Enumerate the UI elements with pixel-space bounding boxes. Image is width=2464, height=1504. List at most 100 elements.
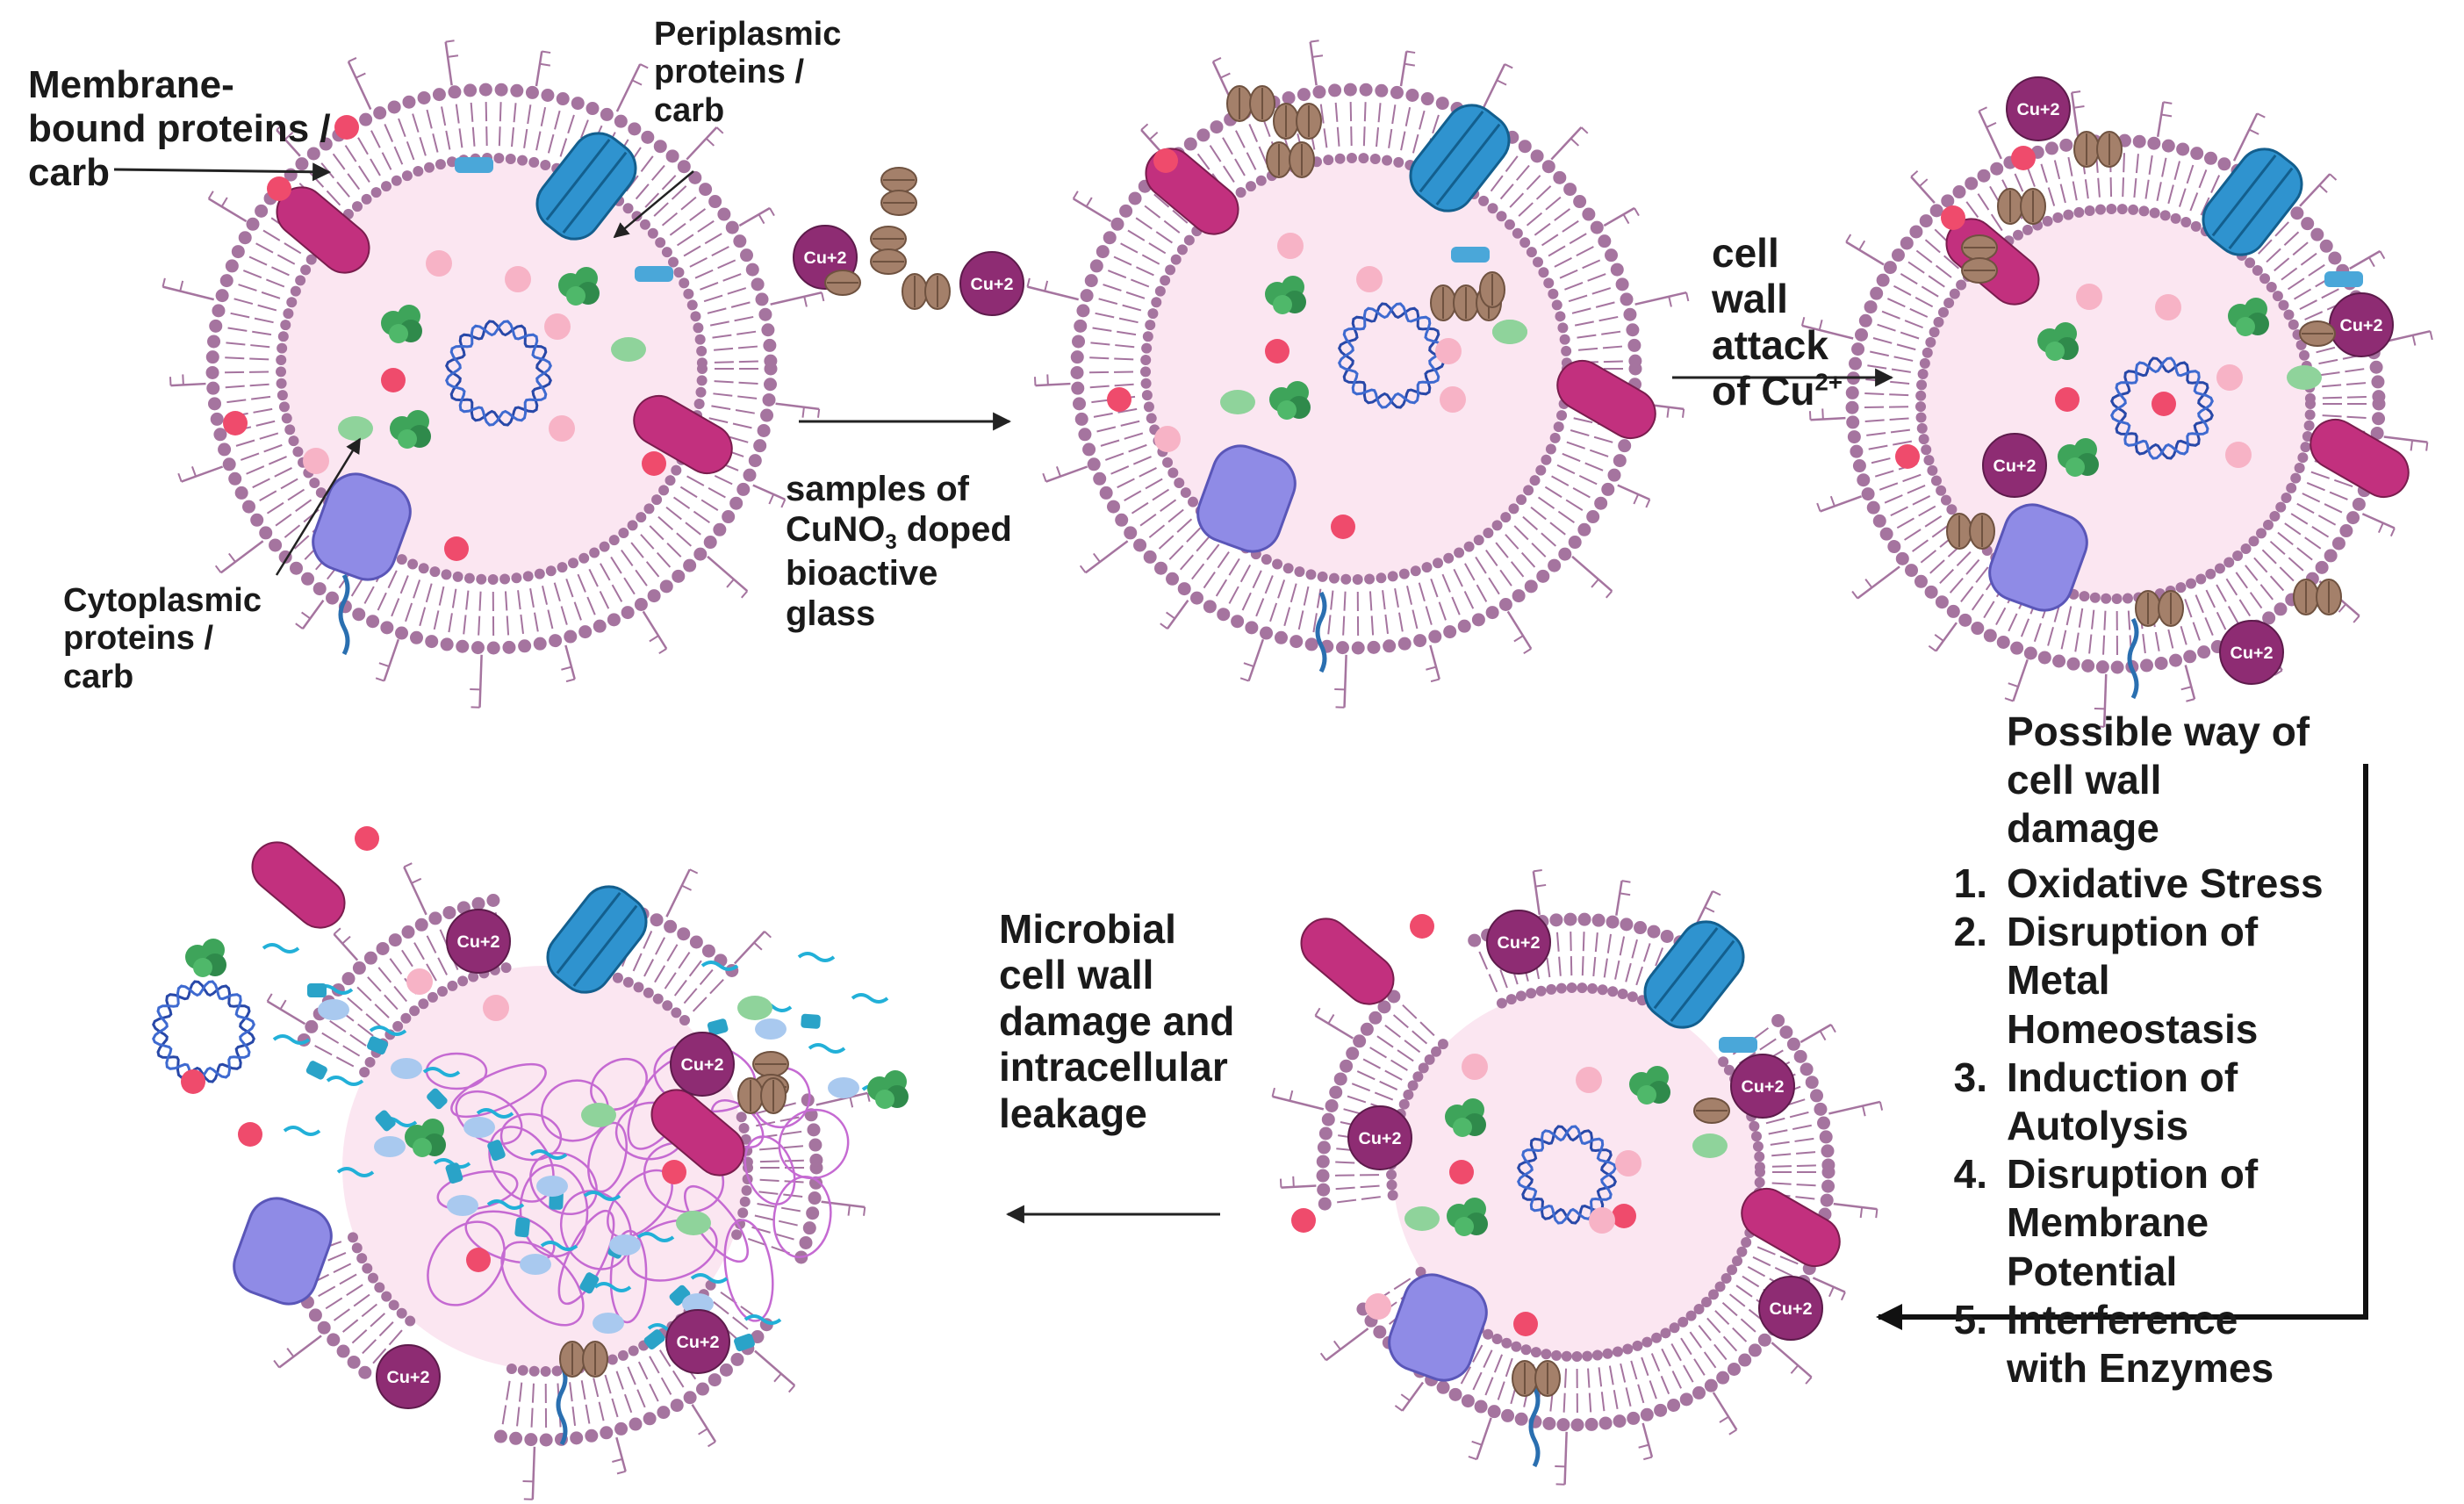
protein-blob (390, 410, 431, 449)
light-protein-blob (338, 416, 373, 441)
cytoplasmic-ion (1941, 205, 1965, 230)
membrane-protein (1300, 918, 1395, 1005)
protein-blob (2058, 438, 2099, 477)
flagellum-anchor (2127, 617, 2139, 700)
bioactive-glass-particle (1226, 85, 1275, 122)
periplasmic-pointer-line (613, 170, 694, 239)
copper-ion-label: Cu+2 (1770, 1299, 1813, 1319)
cytoplasmic-ion (1331, 515, 1355, 539)
membrane-protein (251, 841, 346, 929)
cytoplasmic-proteins-label: Cytoplasmic proteins / carb (63, 582, 262, 695)
cytoplasmic-ion (1449, 1160, 1474, 1184)
copper-ion-label: Cu+2 (1742, 1077, 1785, 1097)
copper-ion-icon: Cu+2 (446, 909, 511, 974)
bioactive-glass-particle (870, 226, 907, 275)
bioactive-glass-particle (1273, 103, 1322, 140)
vesicle (1615, 1150, 1641, 1177)
leaked-ion (662, 1160, 686, 1184)
vesicle (426, 250, 452, 277)
light-protein-blob (1492, 320, 1527, 344)
vesicle (549, 415, 575, 442)
cytoplasmic-ion (267, 176, 291, 201)
membrane-pointer-line (113, 162, 332, 182)
dna-plasmid-icon (2110, 356, 2214, 460)
protein-blob (1629, 1066, 1670, 1105)
leaked-ion (466, 1248, 491, 1272)
periplasmic-protein-icon (1719, 1037, 1757, 1053)
bioactive-glass-particle (1961, 234, 1998, 284)
protein-blob (2228, 298, 2269, 336)
vesicle (1462, 1054, 1488, 1080)
vesicle (544, 313, 571, 340)
cytoplasmic-ion (1107, 387, 1131, 412)
bioactive-glass-particle (1266, 141, 1315, 178)
porin-channel (546, 885, 648, 994)
copper-ion-icon: Cu+2 (376, 1344, 441, 1409)
bioactive-glass-particle (2135, 590, 2184, 627)
process-arrow-3 (1876, 764, 2368, 1330)
bacterial-cell-ion-contact (1026, 40, 1690, 709)
protein-blob (381, 305, 422, 343)
membrane-protein (1556, 360, 1656, 439)
bioactive-glass-particle (559, 1341, 608, 1378)
cytoplasmic-ion (1265, 339, 1289, 363)
bioactive-glass-particle (1946, 513, 1995, 550)
vesicle (483, 995, 509, 1021)
bioactive-glass-particle (1512, 1360, 1561, 1397)
copper-ion-icon: Cu+2 (1486, 910, 1551, 975)
copper-ion-label: Cu+2 (387, 1368, 430, 1387)
bacterial-cell-wall-attack: Cu+2Cu+2Cu+2Cu+2 (1800, 76, 2433, 728)
protein-blob (558, 267, 600, 306)
cytoplasmic-pointer-line (275, 437, 362, 576)
dna-plasmid-icon (1338, 302, 1445, 409)
vesicle (2076, 284, 2102, 310)
copper-ion-icon: Cu+2 (1347, 1105, 1412, 1170)
copper-ion-icon: Cu+2 (959, 251, 1024, 316)
cytoplasm (1922, 211, 2309, 597)
copper-ion-label: Cu+2 (1359, 1129, 1402, 1148)
copper-ion-label: Cu+2 (804, 248, 847, 268)
copper-ion-icon: Cu+2 (2329, 292, 2394, 357)
mechanism-text: Oxidative Stress (2007, 860, 2324, 906)
cytoplasmic-ion (2152, 392, 2176, 416)
membrane-proteins-label: Membrane- bound proteins / carb (28, 63, 331, 195)
cytoplasmic-ion (2055, 387, 2080, 412)
light-protein-blob (581, 1103, 616, 1127)
mechanism-item: 1.Oxidative Stress (1926, 860, 2324, 908)
possible-damage-title: Possible way of cell wall damage (2007, 709, 2310, 852)
leaked-ion (238, 1122, 262, 1147)
bioactive-glass-particle (737, 1077, 787, 1114)
vesicle (1154, 426, 1181, 452)
flagellum-anchor (338, 573, 350, 656)
mechanism-number: 3. (1953, 1054, 1987, 1100)
cytoplasmic-ion (1410, 914, 1434, 939)
light-protein-blob (1404, 1206, 1440, 1231)
protein-blob (1445, 1098, 1486, 1137)
vesicle (1277, 233, 1304, 259)
periplasmic-protein-icon (635, 266, 673, 282)
vesicle (406, 968, 433, 995)
bioactive-glass-particle (2299, 320, 2336, 347)
protein-blob (867, 1070, 909, 1109)
bioactive-glass-particle (2073, 131, 2123, 168)
bioactive-glass-particle (824, 270, 861, 296)
bioactive-glass-particle (1997, 188, 2046, 225)
cell-wall-attack-label: cell wall attack of Cu2+ (1712, 230, 1843, 414)
copper-ion-icon: Cu+2 (665, 1309, 730, 1374)
periplasmic-protein-icon (2324, 271, 2363, 287)
vesicle (2216, 364, 2243, 391)
light-protein-blob (1220, 390, 1255, 414)
leaked-ion (355, 826, 379, 851)
cytoplasmic-ion (2011, 146, 2036, 170)
porin-channel (1409, 104, 1511, 212)
light-protein-blob (611, 337, 646, 362)
porin-channel (1643, 920, 1745, 1029)
